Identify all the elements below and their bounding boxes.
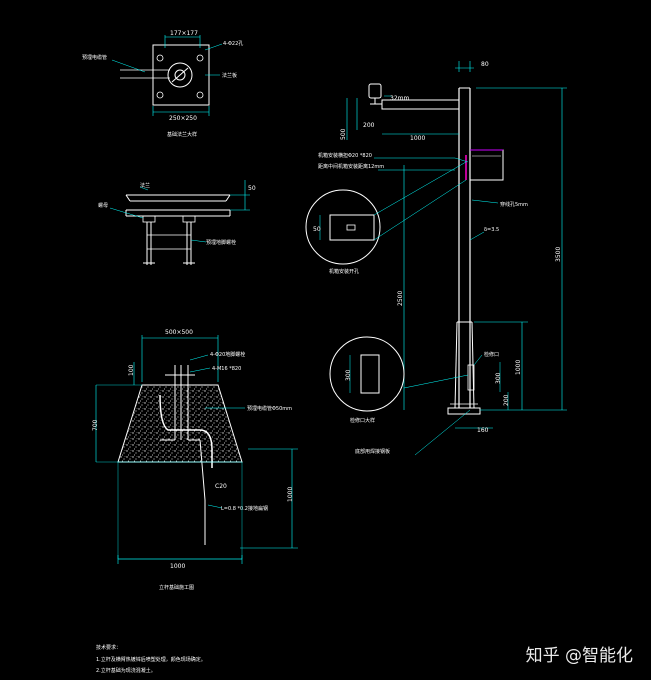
- pole-dim-2500: 2500: [397, 291, 404, 306]
- notes-title: 技术要求：: [96, 645, 122, 651]
- foundation-dim-1000-bottom: 1000: [170, 563, 185, 570]
- plate-dim-top: 177×177: [170, 30, 198, 37]
- foundation-label-bolt: 4-Φ20地脚螺栓: [210, 351, 245, 358]
- notes-line1: 1.立杆及横臂热镀锌后喷塑处理，颜色现场确定。: [96, 657, 206, 663]
- notes-line2: 2.立杆基础为现浇混凝土。: [96, 668, 156, 674]
- pole-dim-arm: 1000: [410, 135, 425, 142]
- pole-dim-500: 500: [340, 128, 347, 140]
- flange-plate-plan: 177×177 预埋电缆管 4-Φ22孔 法兰板 250×250 基础法兰大样: [82, 30, 243, 138]
- foundation-caption: 立杆基础施工图: [159, 584, 194, 591]
- plate-label-right-top: 4-Φ22孔: [223, 40, 243, 47]
- pole-dim-total: 3500: [555, 247, 562, 262]
- pole-dim-300: 300: [495, 372, 502, 384]
- pole-elevation: 80 32mm 500 200 1000 机箱安装横担Φ20 *820 距离中间…: [305, 61, 567, 456]
- side-label-right: 预埋地脚螺栓: [206, 239, 236, 246]
- plate-label-left: 预埋电缆管: [82, 54, 107, 61]
- side-dim-right: 50: [248, 185, 256, 192]
- pole-dim-80: 80: [481, 61, 489, 68]
- foundation-dim-top: 500×500: [165, 329, 193, 336]
- side-label-left: 螺母: [98, 202, 108, 209]
- pole-dim-1000: 1000: [515, 360, 522, 375]
- foundation-concrete: C20: [215, 483, 227, 490]
- pole-dim-base: 160: [477, 427, 489, 434]
- pole-label-door: 检修口: [484, 351, 499, 358]
- pole-label-box2: 距离中间机箱安装距离12mm: [318, 163, 384, 170]
- pole-dim-200b: 200: [503, 394, 510, 406]
- flange-plate-side: 法兰 螺母 预埋地脚螺栓 50: [98, 180, 256, 265]
- foundation-dim-700: 700: [92, 419, 99, 431]
- watermark: 知乎 @智能化: [525, 646, 633, 666]
- detail2-dim: 300: [345, 369, 352, 381]
- foundation-label-anchor: 4-M16 *820: [212, 366, 241, 372]
- pole-label-box1: 机箱安装横担Φ20 *820: [318, 152, 372, 159]
- foundation-label-pipe: 预埋电缆管Φ50mm: [247, 405, 292, 412]
- plate-dim-bottom: 250×250: [169, 115, 197, 122]
- foundation-dim-100: 100: [128, 364, 135, 376]
- pole-dim-camera: 32mm: [390, 95, 409, 102]
- foundation-label-ground: L=0.8 *0.2接地扁钢: [221, 505, 268, 512]
- foundation-section: 500×500 100 4-Φ20地脚螺栓 4-M16 *820 预埋电缆管Φ5…: [92, 329, 298, 591]
- side-label-top: 法兰: [140, 182, 150, 189]
- pole-label-hole: 穿线孔5mm: [500, 201, 528, 208]
- foundation-dim-1000-right: 1000: [287, 487, 294, 502]
- pole-label-thickness: δ=3.5: [484, 227, 499, 233]
- plate-caption: 基础法兰大样: [167, 131, 197, 138]
- pole-label-bottom: 底部用焊接钢板: [355, 448, 390, 455]
- plate-label-right: 法兰板: [222, 72, 237, 79]
- detail2-caption: 检修口大样: [350, 417, 375, 424]
- detail1-dim-w: 50: [313, 226, 321, 233]
- detail1-caption: 机箱安装开孔: [329, 268, 359, 275]
- pole-dim-200: 200: [363, 122, 375, 129]
